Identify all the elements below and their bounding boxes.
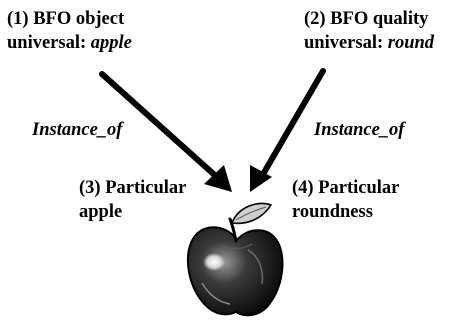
quality-universal-name: round — [387, 33, 435, 53]
particular-roundness-label: (4) Particular roundness — [292, 176, 399, 224]
instance-of-arrow-right — [250, 68, 326, 192]
object-universal-name: apple — [90, 33, 132, 53]
particular-apple-label: (3) Particular apple — [79, 176, 186, 224]
particular-roundness-line2: roundness — [292, 202, 373, 222]
object-universal-prefix: universal: — [7, 33, 91, 53]
quality-universal-label: (2) BFO quality universal: round — [304, 7, 434, 55]
particular-apple-number: (3) — [79, 178, 101, 198]
instance-of-label-left: Instance_of — [32, 120, 123, 140]
instance-of-label-right: Instance_of — [314, 120, 405, 140]
particular-roundness-line1: Particular — [318, 178, 400, 198]
particular-apple-line2: apple — [79, 202, 123, 222]
object-universal-label: (1) BFO object universal: apple — [7, 7, 132, 55]
quality-universal-line1: BFO quality — [330, 9, 429, 29]
object-universal-number: (1) — [7, 9, 29, 29]
instance-of-arrow-left — [99, 71, 232, 192]
quality-universal-number: (2) — [304, 9, 326, 29]
object-universal-line1: BFO object — [33, 9, 125, 29]
particular-roundness-number: (4) — [292, 178, 314, 198]
apple-icon — [186, 202, 284, 317]
particular-apple-line1: Particular — [105, 178, 187, 198]
quality-universal-prefix: universal: — [304, 33, 388, 53]
